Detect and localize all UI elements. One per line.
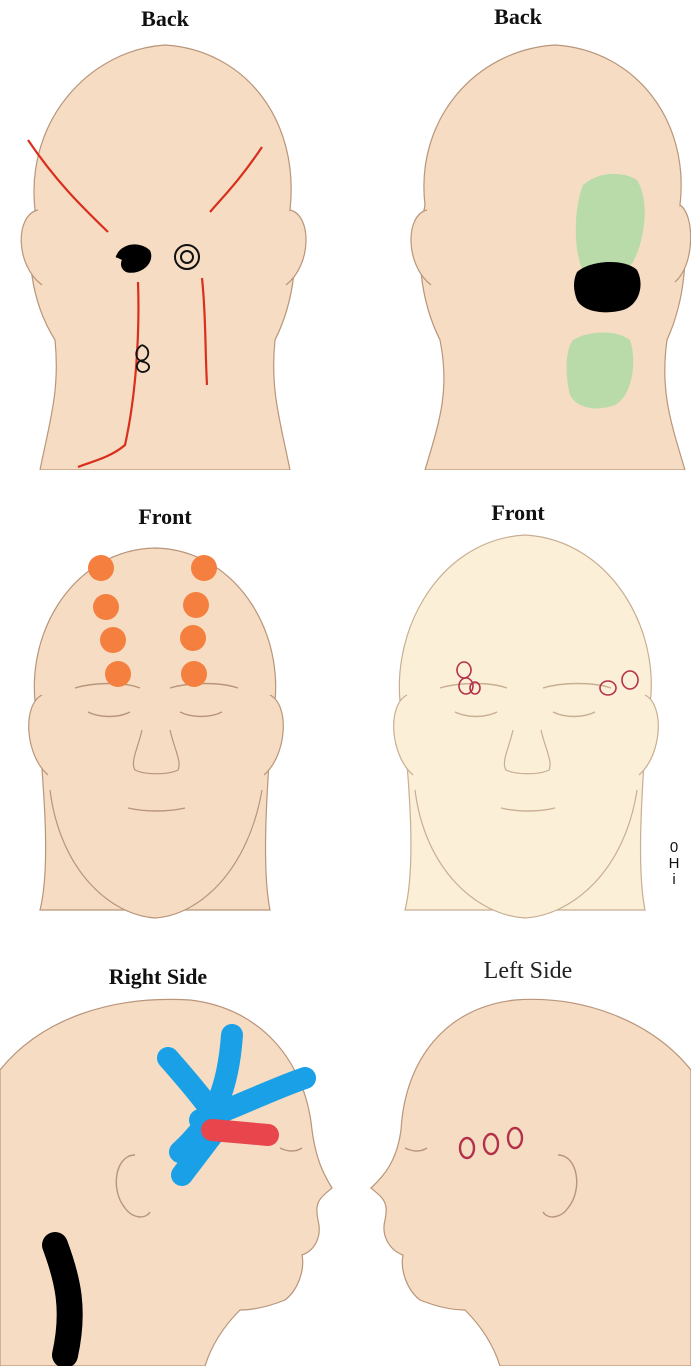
orange-dot xyxy=(180,625,206,651)
head-left-profile xyxy=(371,999,691,1366)
annotation-char: i xyxy=(662,872,686,888)
panel-title: Right Side xyxy=(0,964,338,990)
orange-dot xyxy=(181,661,207,687)
head-back-shape xyxy=(30,45,295,470)
orange-dot xyxy=(183,592,209,618)
panel-title: Front xyxy=(0,504,330,530)
handwritten-side-annotation: 0 H i xyxy=(662,840,686,888)
head-back-illustration xyxy=(345,0,691,470)
panel-title: Front xyxy=(345,500,691,526)
head-front-illustration xyxy=(0,490,330,935)
orange-dot xyxy=(191,555,217,581)
panel-front-left: Front xyxy=(0,490,330,935)
panel-title: Back xyxy=(345,4,691,30)
head-back-illustration xyxy=(0,0,330,470)
panel-left-side: Left Side xyxy=(365,950,691,1366)
panel-title: Left Side xyxy=(365,958,691,985)
head-back-shape xyxy=(420,45,685,470)
red-band xyxy=(212,1130,268,1135)
green-area-lower xyxy=(567,333,634,409)
black-scribble-left xyxy=(118,247,149,270)
panel-title: Back xyxy=(0,6,330,32)
head-left-side-illustration xyxy=(365,950,691,1366)
black-spot xyxy=(574,262,641,312)
panel-front-right: Front xyxy=(345,490,691,935)
black-band-neck xyxy=(55,1245,70,1355)
panel-back-left: Back xyxy=(0,0,330,470)
annotation-char: 0 xyxy=(662,840,686,856)
panel-back-right: Back xyxy=(345,0,691,470)
panel-right-side: Right Side xyxy=(0,950,360,1366)
orange-dot xyxy=(93,594,119,620)
orange-dot xyxy=(100,627,126,653)
head-front-illustration xyxy=(345,490,691,935)
orange-dot xyxy=(105,661,131,687)
annotation-char: H xyxy=(662,856,686,872)
head-right-side-illustration xyxy=(0,950,360,1366)
orange-dot xyxy=(88,555,114,581)
